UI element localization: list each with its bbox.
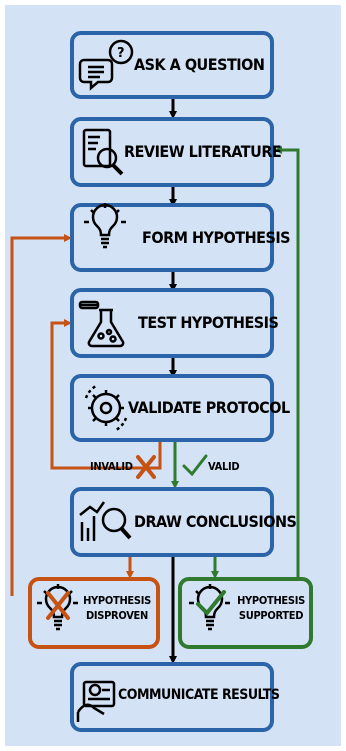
step-form-label: Form Hypothesis xyxy=(142,228,291,247)
lightbulb-icon xyxy=(84,203,126,249)
outcome-supported-line2: Supported xyxy=(238,609,304,622)
supported-loop-arrow xyxy=(274,146,300,580)
step-boxes xyxy=(70,31,274,732)
step-draw-label: Draw Conclusions xyxy=(134,512,297,531)
outcome-disproven-line1: Hypothesis xyxy=(83,594,151,607)
disproven-loop-arrow xyxy=(10,234,72,596)
outcome-disproven-label: Hypothesis disproven xyxy=(80,593,154,623)
outcome-arrows xyxy=(126,555,219,579)
box-communicate xyxy=(70,662,274,732)
outcome-supported-line1: Hypothesis xyxy=(237,594,305,607)
outcome-disproven-line2: disproven xyxy=(85,609,149,622)
invalid-loop-arrow xyxy=(50,319,162,470)
box-draw xyxy=(70,487,274,557)
branch-invalid-label: Invalid xyxy=(90,460,133,473)
step-review-label: Review Literature xyxy=(124,142,282,161)
svg-text:?: ? xyxy=(117,46,125,61)
valid-check-icon xyxy=(182,454,208,477)
chart-search-icon xyxy=(79,501,132,541)
step-ask-label: Ask a question xyxy=(134,55,265,74)
step-communicate-label: Communicate Results xyxy=(118,687,280,703)
invalid-x-icon xyxy=(136,455,156,479)
branch-valid-label: Valid xyxy=(208,460,240,473)
box-disproven xyxy=(28,577,160,649)
box-review xyxy=(70,117,274,187)
document-search-icon xyxy=(82,128,124,176)
step-validate-label: Validate Protocol xyxy=(128,398,290,417)
chat-question-icon: ? xyxy=(78,39,134,91)
outcome-supported-label: Hypothesis Supported xyxy=(234,593,308,623)
x-mark-icon xyxy=(46,591,70,620)
presentation-icon xyxy=(76,680,116,722)
step-test-label: Test Hypothesis xyxy=(138,313,279,332)
gear-icon xyxy=(84,384,128,432)
flask-icon xyxy=(78,300,125,348)
check-mark-icon xyxy=(196,590,226,616)
box-ask xyxy=(70,31,274,99)
box-supported xyxy=(178,577,313,649)
